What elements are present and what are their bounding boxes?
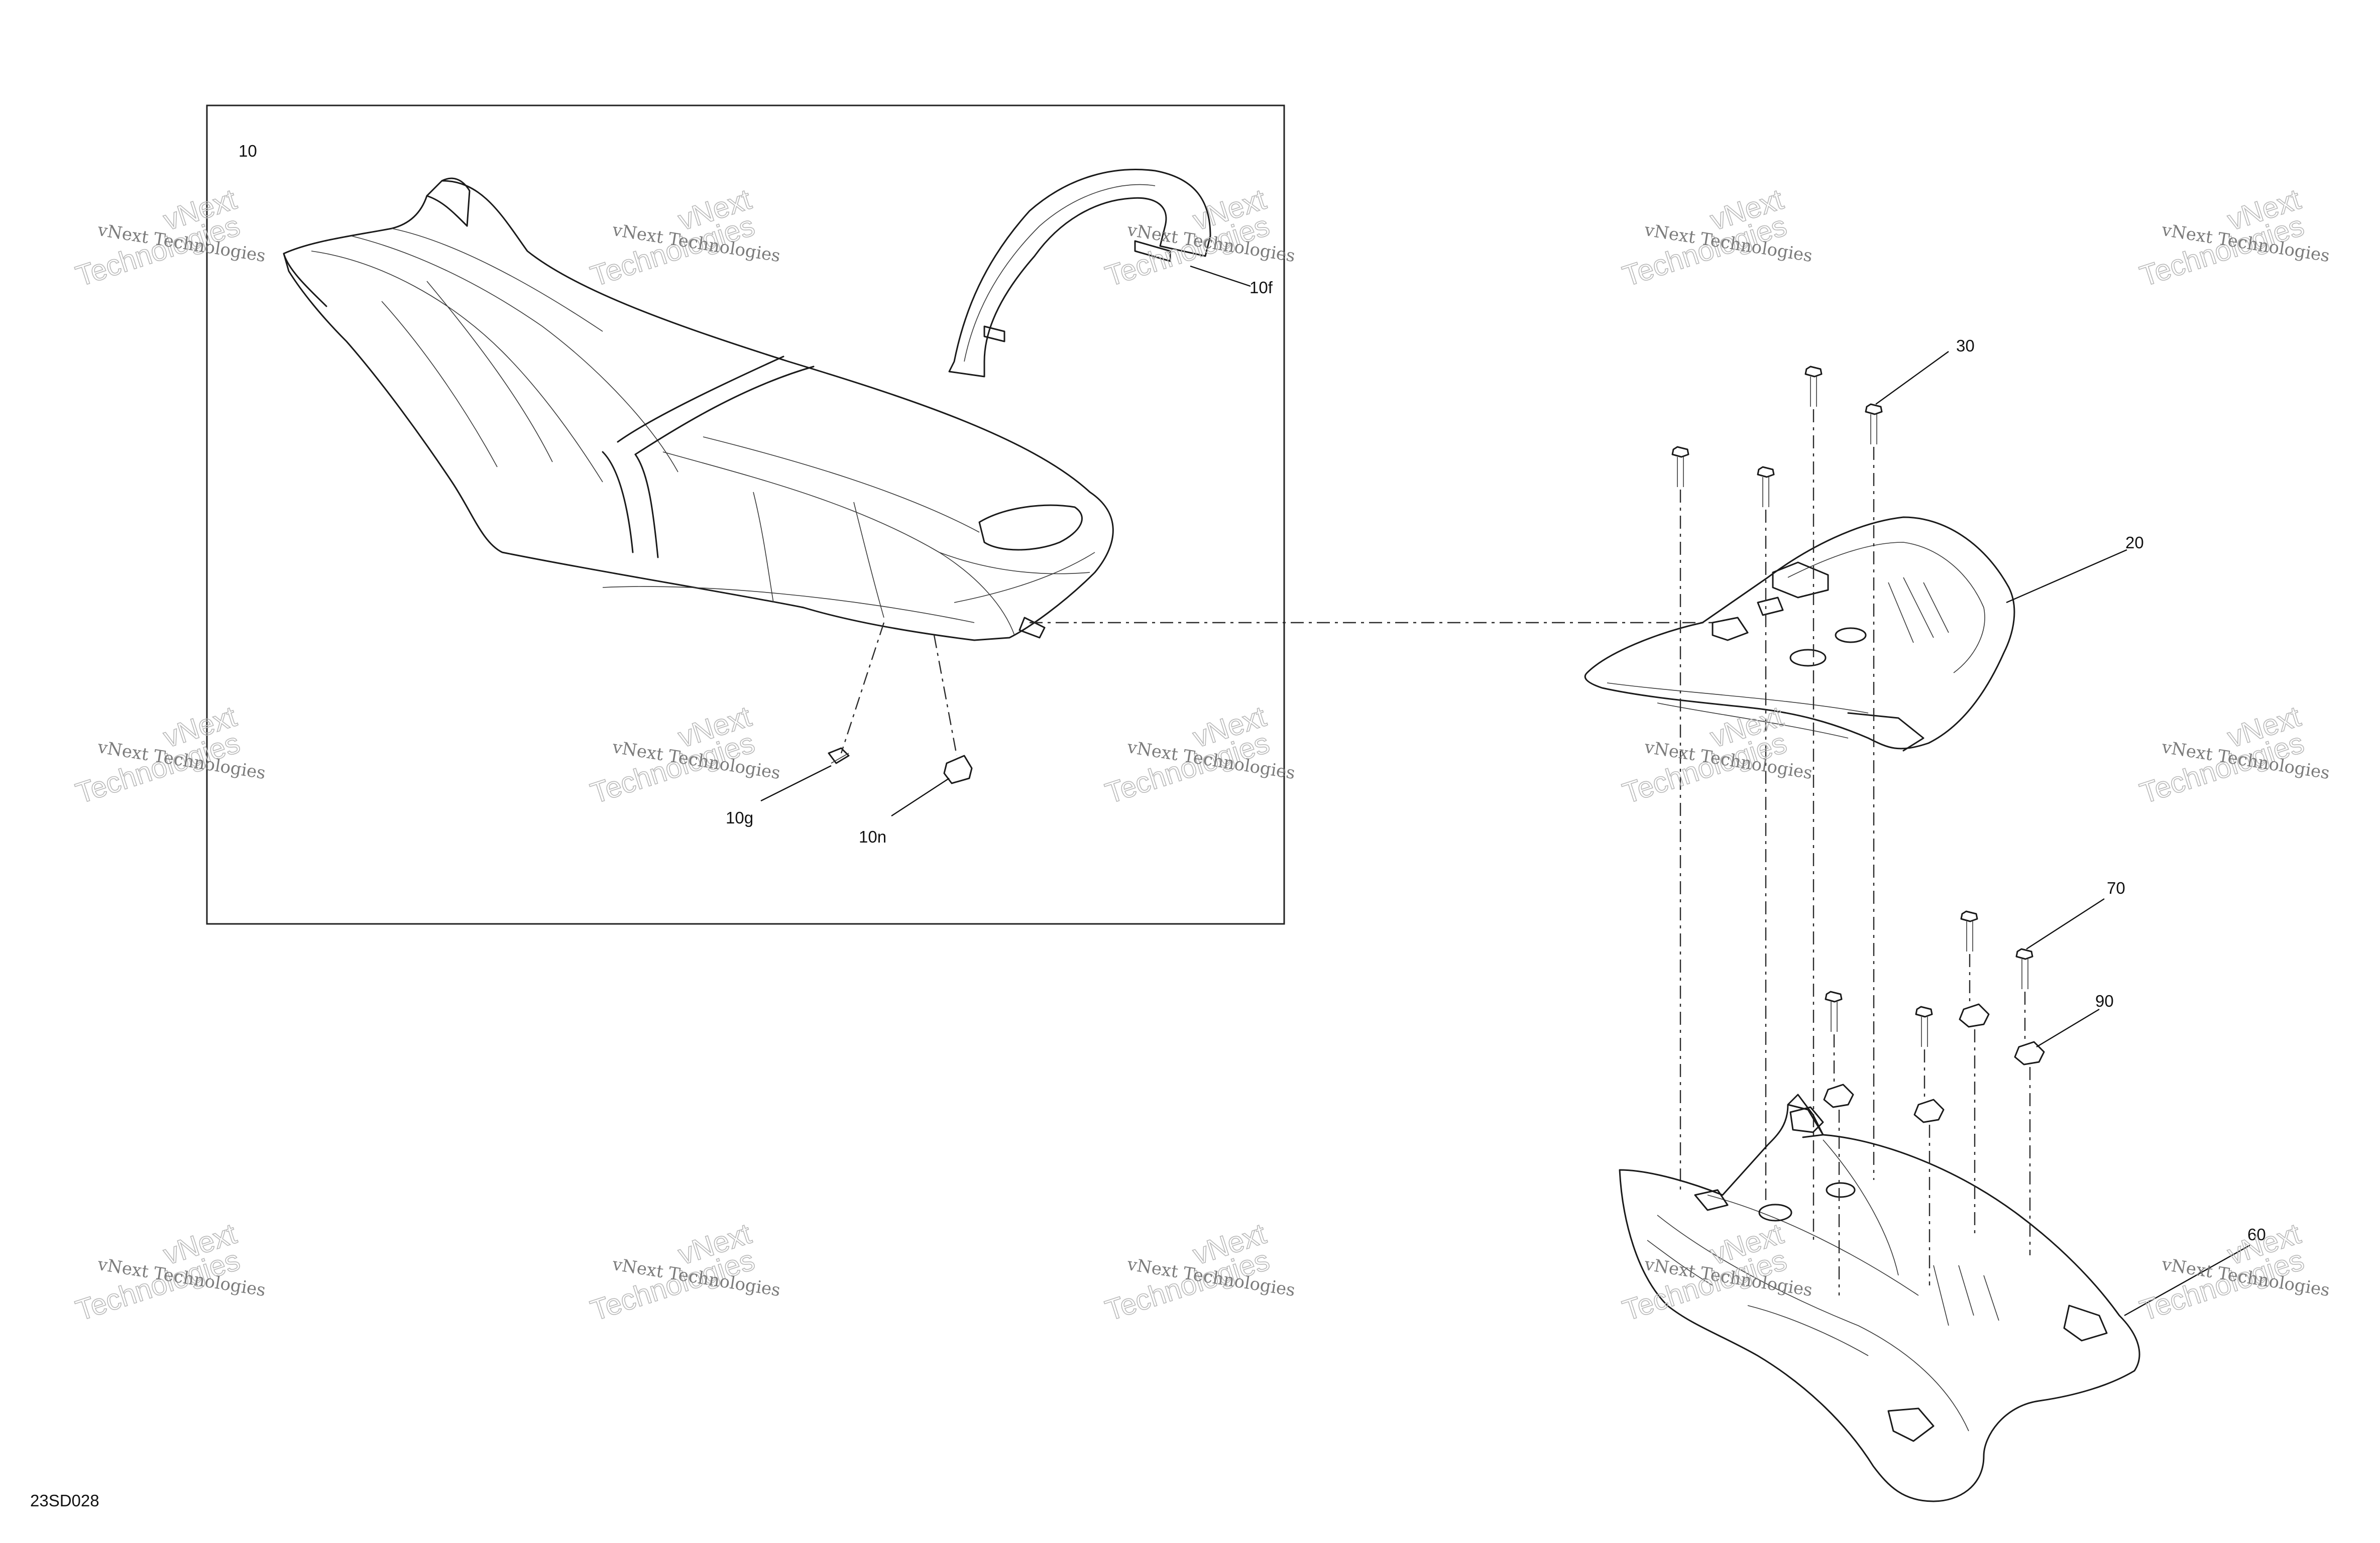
callout-10n: 10n bbox=[859, 827, 886, 846]
clip bbox=[2014, 1041, 2045, 1065]
housing-60-drawing bbox=[1619, 1094, 2140, 1502]
screw bbox=[1825, 991, 1843, 1032]
assembly-frame-10 bbox=[206, 104, 1285, 925]
bolt bbox=[1757, 466, 1775, 507]
alignment-line bbox=[840, 622, 885, 754]
callout-90: 90 bbox=[2095, 992, 2114, 1010]
leader-90 bbox=[2036, 1008, 2100, 1048]
bolt bbox=[1804, 366, 1823, 407]
clip bbox=[1823, 1084, 1854, 1108]
callout-60: 60 bbox=[2247, 1225, 2266, 1244]
hardware-10n bbox=[943, 755, 973, 784]
screw bbox=[1915, 1006, 1933, 1047]
screw bbox=[1960, 910, 1978, 952]
callout-10f: 10f bbox=[1250, 278, 1273, 297]
bolts-30 bbox=[1671, 366, 1883, 507]
alignment-line bbox=[933, 635, 958, 756]
bolt bbox=[1865, 403, 1883, 444]
support-20-drawing bbox=[1584, 516, 2015, 752]
leader-60 bbox=[2124, 1244, 2250, 1317]
clip bbox=[1959, 1003, 1990, 1028]
screw bbox=[2015, 948, 2033, 989]
clip bbox=[1913, 1099, 1945, 1123]
leader-70 bbox=[2026, 898, 2105, 950]
callout-70: 70 bbox=[2107, 879, 2125, 897]
leader-10n bbox=[891, 777, 950, 817]
callout-30: 30 bbox=[1956, 336, 1975, 355]
leader-10g bbox=[760, 765, 832, 802]
bolt bbox=[1671, 446, 1689, 487]
leader-30 bbox=[1875, 351, 1949, 405]
clips-90 bbox=[1823, 1003, 2045, 1123]
hardware-10g bbox=[828, 747, 850, 764]
callout-10: 10 bbox=[239, 142, 257, 160]
screws-70 bbox=[1825, 910, 2033, 1047]
callout-10g: 10g bbox=[726, 808, 753, 827]
grab-handle-drawing bbox=[948, 169, 1211, 378]
callout-20: 20 bbox=[2125, 533, 2144, 552]
seat-drawing bbox=[283, 177, 1114, 641]
drawing-code: 23SD028 bbox=[30, 1491, 99, 1510]
leader-20 bbox=[2006, 549, 2127, 604]
leader-10f bbox=[1190, 265, 1251, 287]
